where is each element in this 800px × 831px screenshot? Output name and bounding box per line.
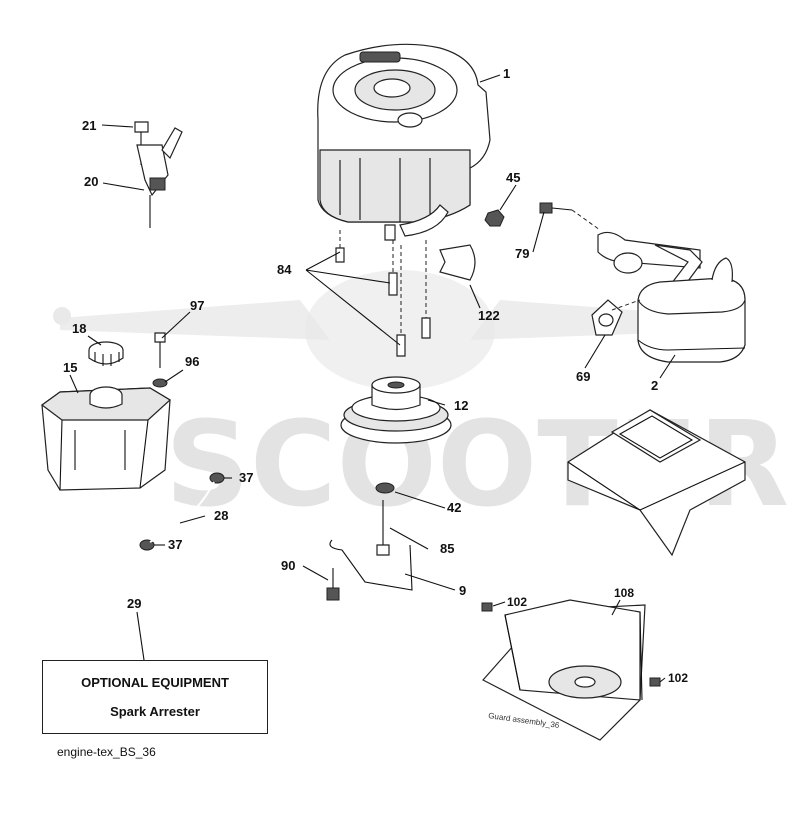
pulley-washer-part	[375, 482, 395, 494]
callout-102-top: 102	[507, 595, 527, 609]
callout-2: 2	[651, 378, 658, 393]
fuel-cap-part	[88, 341, 124, 366]
callout-84: 84	[277, 262, 292, 277]
callout-97: 97	[190, 298, 204, 313]
tank-bolt-part	[152, 332, 168, 388]
callout-15: 15	[63, 360, 77, 375]
callout-28: 28	[214, 508, 228, 523]
callout-37-top: 37	[239, 470, 253, 485]
callout-29: 29	[127, 596, 141, 611]
belt-guide-part	[329, 539, 413, 591]
fuel-hose-part	[139, 472, 225, 551]
optional-equipment-subtitle: Spark Arrester	[110, 704, 200, 719]
optional-equipment-box: OPTIONAL EQUIPMENT Spark Arrester	[42, 660, 268, 734]
guard-bolt-right-part	[649, 677, 661, 687]
callout-69: 69	[576, 369, 590, 384]
diagram-caption: engine-tex_BS_36	[57, 745, 156, 759]
exhaust-gasket-part	[591, 299, 641, 336]
callout-12: 12	[454, 398, 468, 413]
heat-shield-part	[439, 244, 476, 281]
callout-122: 122	[478, 308, 500, 323]
fuel-tank-part	[40, 386, 172, 491]
callout-45: 45	[506, 170, 520, 185]
callout-108: 108	[614, 586, 634, 600]
callout-labels: 1 21 20 45 79 84 122 97 18 96 15 69 2 12…	[63, 66, 688, 685]
callout-9: 9	[459, 583, 466, 598]
callout-18: 18	[72, 321, 86, 336]
callout-42: 42	[447, 500, 461, 515]
leader-lines	[69, 74, 676, 683]
callout-1: 1	[503, 66, 510, 81]
guard-assembly-part: Guard assembly_36	[482, 599, 646, 741]
pulley-bolt-part	[376, 500, 390, 556]
frame-bracket-part	[567, 409, 746, 557]
exhaust-bolt-part	[539, 202, 601, 231]
guard-bolt-left-part	[481, 602, 493, 612]
engine-bolts-part	[335, 230, 431, 357]
callout-20: 20	[84, 174, 98, 189]
nut-part	[484, 209, 505, 227]
callout-85: 85	[440, 541, 454, 556]
callout-79: 79	[515, 246, 529, 261]
throttle-bracket-part	[134, 121, 183, 228]
pulley-part	[340, 376, 452, 444]
guide-bolt-part	[326, 568, 340, 601]
callout-90: 90	[281, 558, 295, 573]
callout-96: 96	[185, 354, 199, 369]
callout-21: 21	[82, 118, 96, 133]
muffler-part	[597, 231, 746, 363]
engine-part	[317, 43, 491, 241]
optional-equipment-title: OPTIONAL EQUIPMENT	[81, 675, 229, 690]
callout-37-bottom: 37	[168, 537, 182, 552]
callout-102-bottom: 102	[668, 671, 688, 685]
